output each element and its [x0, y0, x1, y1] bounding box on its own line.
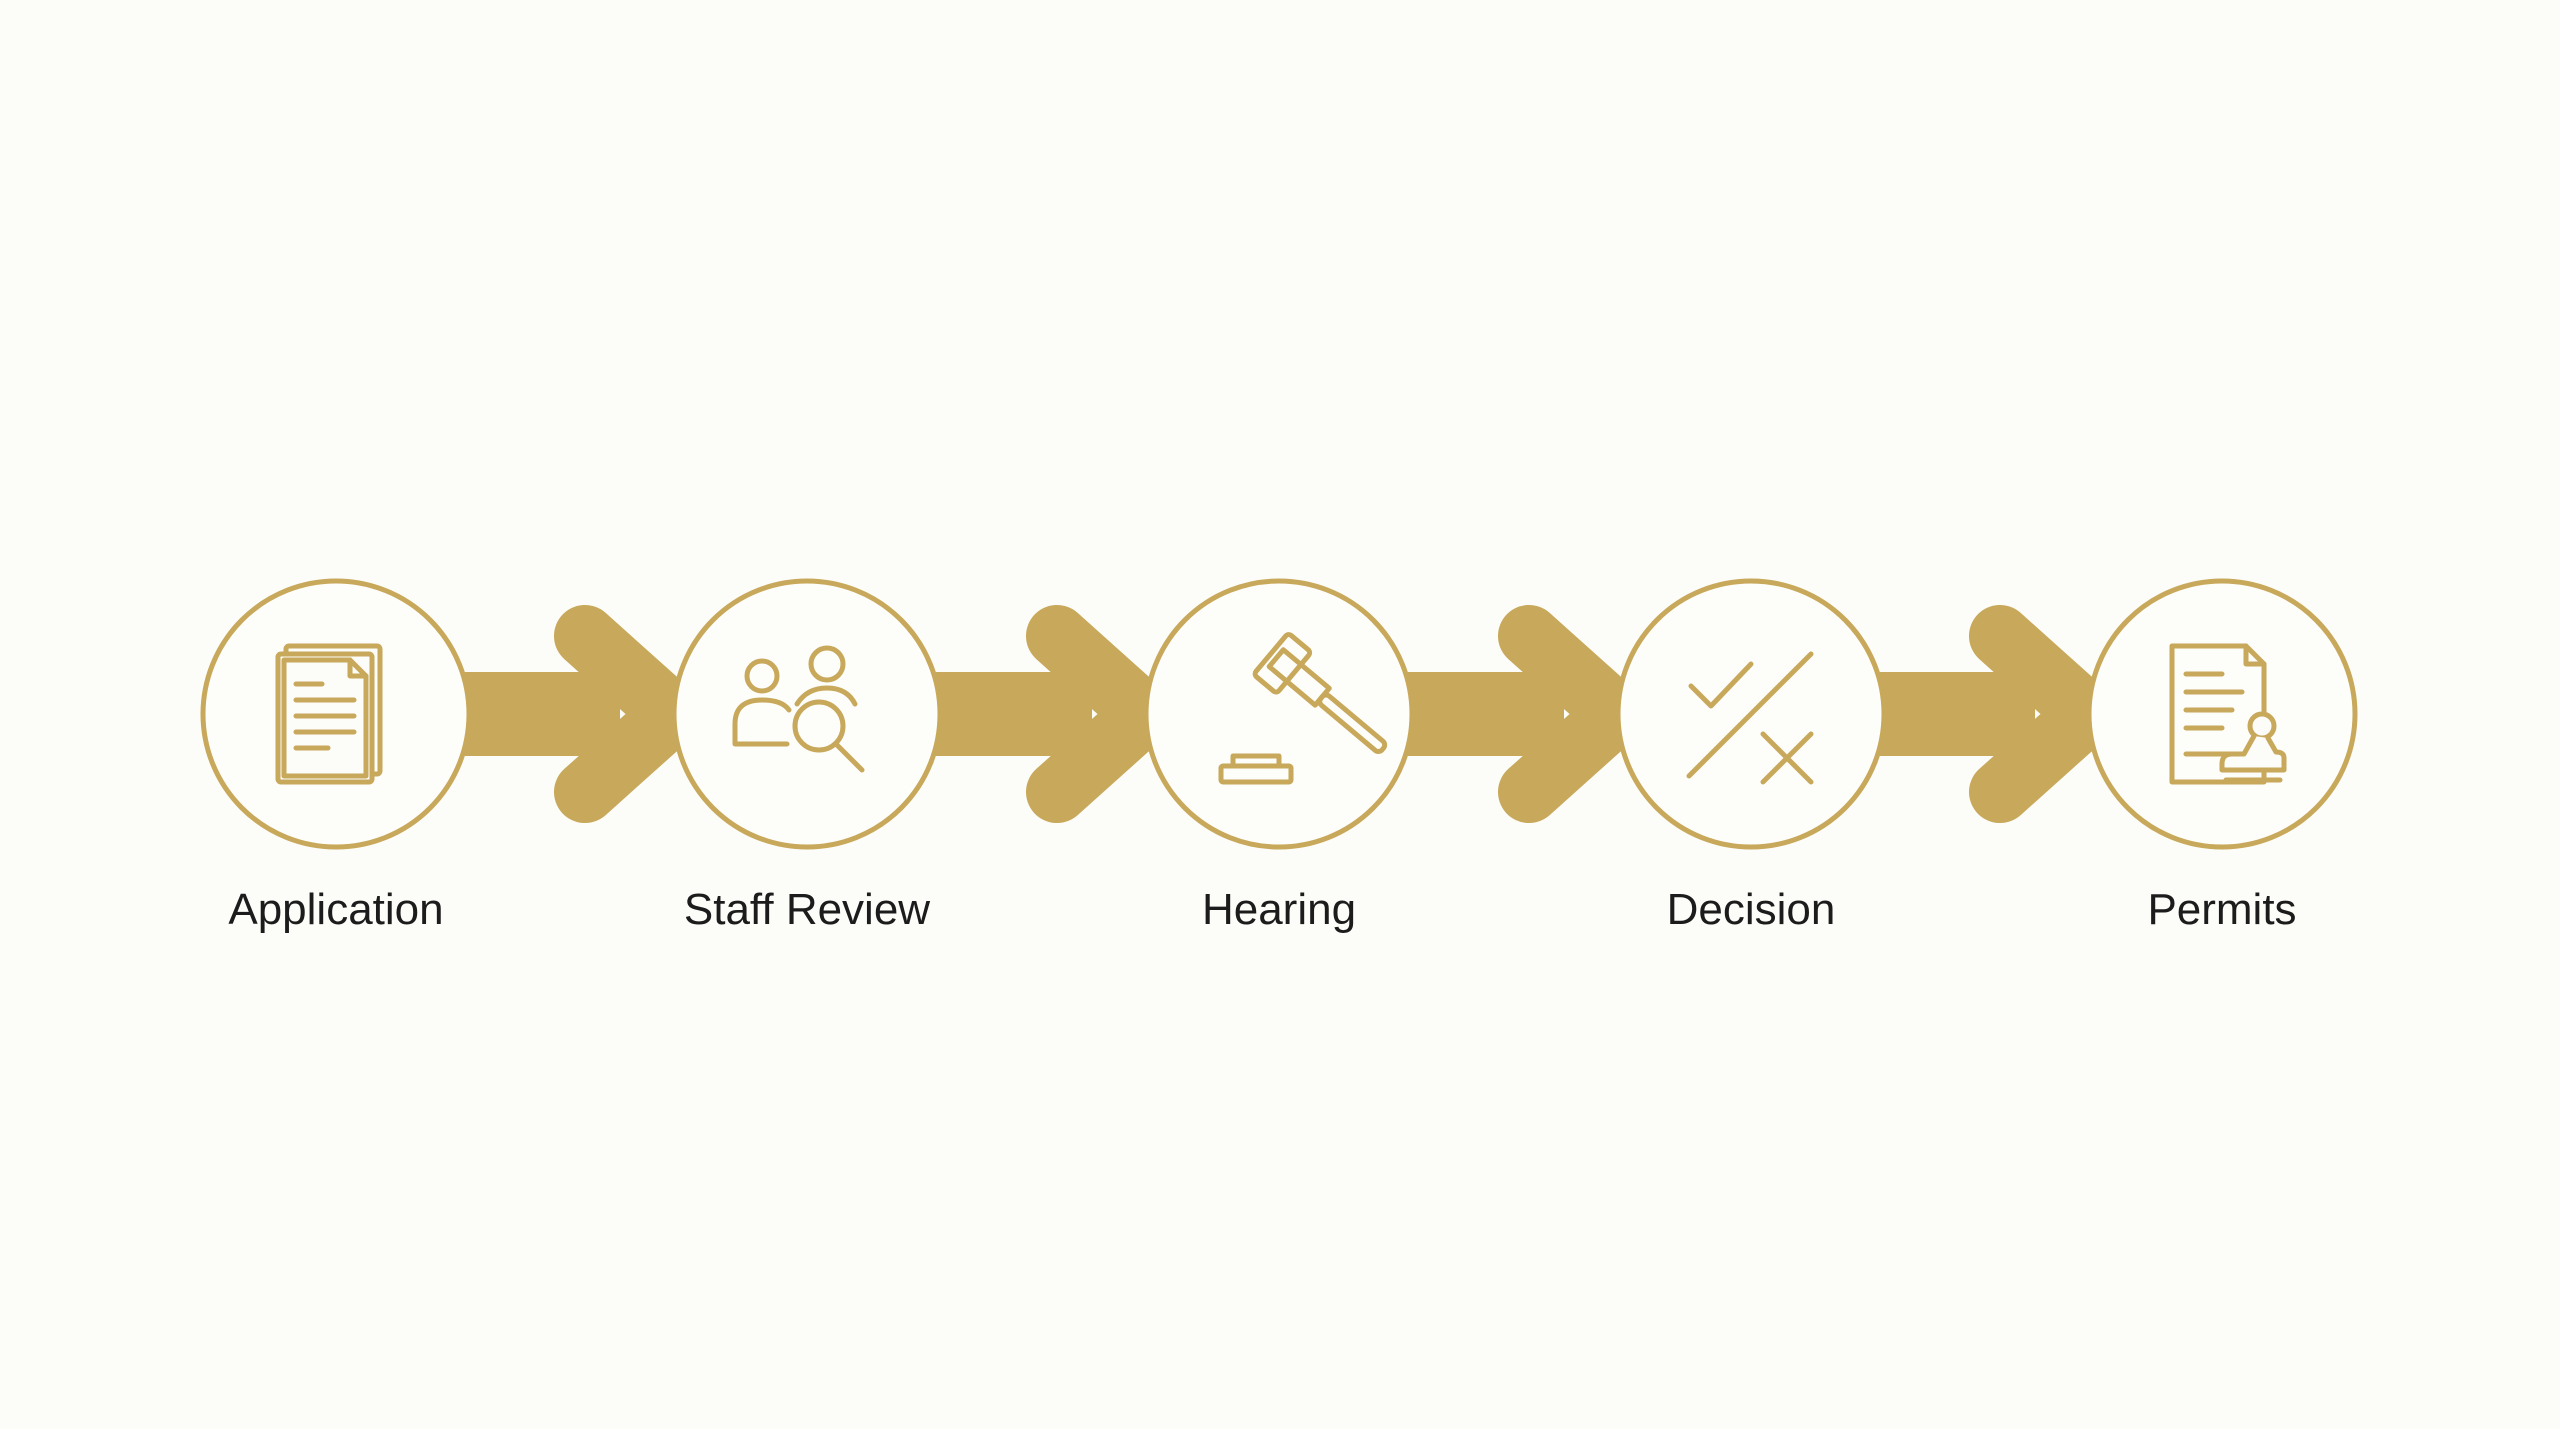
- flow-arrow: [1408, 605, 1647, 823]
- step-label-staff-review: Staff Review: [683, 885, 931, 934]
- flow-arrow: [936, 605, 1175, 823]
- check-cross-icon: [1686, 651, 1814, 785]
- step-hearing: [1143, 578, 1415, 850]
- step-circle: [671, 578, 943, 850]
- step-staff-review: [671, 578, 943, 850]
- flow-arrow: [465, 605, 703, 823]
- step-circle: [2086, 578, 2358, 850]
- step-label-hearing: Hearing: [1201, 885, 1357, 934]
- step-label-application: Application: [228, 885, 444, 934]
- step-label-permits: Permits: [2147, 885, 2297, 934]
- document-stamp-icon: [2169, 643, 2287, 785]
- people-search-icon: [732, 645, 865, 773]
- step-application: [200, 578, 472, 850]
- document-stack-icon: [275, 643, 383, 785]
- step-permits: [2086, 578, 2358, 850]
- step-circle: [1143, 578, 1415, 850]
- flow-arrow: [1880, 605, 2118, 823]
- step-label-decision: Decision: [1666, 885, 1836, 934]
- step-decision: [1615, 578, 1887, 850]
- gavel-icon: [1218, 632, 1388, 785]
